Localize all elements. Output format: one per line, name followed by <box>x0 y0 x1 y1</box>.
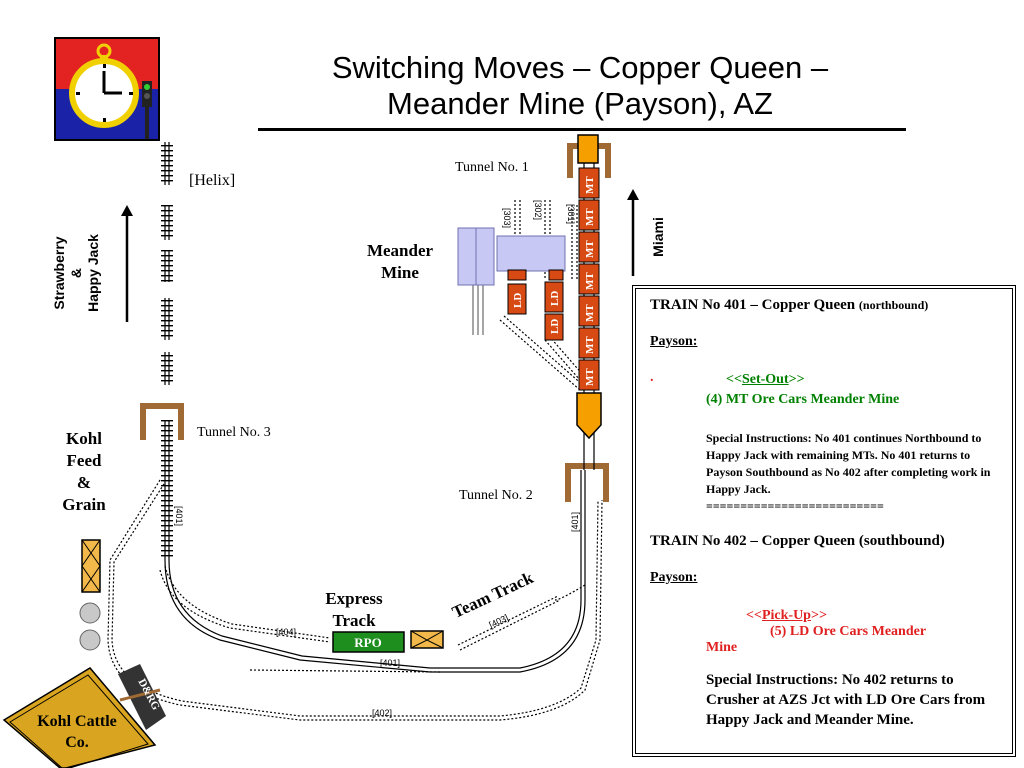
train-401-cars: (4) MT Ore Cars Meander Mine <box>706 392 900 407</box>
track-label-302: [302] <box>533 200 543 220</box>
kohl-feed-label-line-3: & <box>76 473 92 492</box>
kohl-feed-label-line-1: Kohl <box>66 429 102 448</box>
kohl-cattle-building <box>2 664 166 768</box>
tunnel-1-label: Tunnel No. 1 <box>455 160 529 175</box>
kohl-feed-label-line-4: Grain <box>62 495 106 514</box>
train-402-action-suffix: >> <box>810 608 827 623</box>
tunnel-2-portal <box>565 463 609 502</box>
track-404 <box>159 565 331 643</box>
meander-mine-label-line-1: Meander <box>366 241 434 260</box>
locomotive-south <box>576 392 602 440</box>
train-402-action-prefix: << <box>746 608 762 623</box>
strawberry-label-line-3: Happy Jack <box>85 234 101 312</box>
express-track-label-line-2: Track <box>332 611 376 630</box>
kohl-feed-label-line-2: Feed <box>66 451 102 470</box>
ld-cars <box>507 269 564 341</box>
train-401-bullet: . <box>650 370 654 385</box>
car-label-mt-2: MT <box>584 208 596 226</box>
meander-mine-building <box>457 227 566 286</box>
miami-label: Miami <box>650 217 666 257</box>
track-402 <box>107 479 603 721</box>
track-label-401-left: [401] <box>174 506 184 526</box>
train-402-action: <<Pick-Up>> <box>746 608 1002 624</box>
strawberry-label-line-2: & <box>68 267 84 279</box>
car-label-mt-1: MT <box>584 176 596 194</box>
tunnel-3-portal <box>140 403 184 440</box>
train-401-special: Special Instructions: No 401 continues N… <box>706 431 991 496</box>
arrow-strawberry <box>121 205 133 322</box>
train-401-action-suffix: >> <box>788 372 805 387</box>
car-label-mt-5: MT <box>584 304 596 322</box>
car-label-mt-3: MT <box>584 240 596 258</box>
rpo-car <box>332 631 405 653</box>
kohl-feed-building <box>79 539 101 651</box>
rpo-label: RPO <box>354 635 381 650</box>
tunnel-3-label: Tunnel No. 3 <box>197 425 271 440</box>
main-line-left-ties <box>161 420 173 560</box>
title-line-1: Switching Moves – Copper Queen – <box>331 50 829 85</box>
page-title: Switching Moves – Copper Queen – Meander… <box>260 50 900 122</box>
track-label-401-mid: [401] <box>380 658 400 668</box>
pocket-watch-logo <box>54 37 160 141</box>
train-401-title: TRAIN No 401 – Copper Queen <box>650 297 856 313</box>
train-401-action-prefix: << <box>726 372 742 387</box>
train-401-action: <<Set-Out>> <box>726 372 805 388</box>
train-401-direction: (northbound) <box>858 298 929 312</box>
kohl-cattle-label: Kohl Cattle Co. <box>14 711 140 753</box>
express-crate <box>410 630 444 649</box>
helix-label: [Helix] <box>189 172 236 189</box>
track-label-301: [301] <box>566 204 576 224</box>
train-402-heading: TRAIN No 402 – Copper Queen (southbound) <box>650 533 945 549</box>
meander-mine-label: Meander Mine <box>350 240 450 284</box>
track-label-402: [402] <box>372 708 392 718</box>
mt-cars <box>578 167 600 391</box>
train-402-cars: (5) LD Ore Cars Meander <box>770 624 927 639</box>
car-label-mt-4: MT <box>584 272 596 290</box>
helix-track-ties <box>161 142 173 385</box>
train-401-heading: TRAIN No 401 – Copper Queen (northbound) <box>650 297 1002 314</box>
team-track-label: Team Track <box>449 568 536 622</box>
train-402-station: Payson: <box>650 570 698 585</box>
kohl-cattle-label-line-2: Co. <box>65 734 89 751</box>
car-label-ld-2: LD <box>549 291 561 306</box>
track-label-404: [404] <box>276 627 296 637</box>
track-403 <box>457 584 586 651</box>
strawberry-happy-jack-label: Strawberry & Happy Jack <box>51 213 105 333</box>
locomotive-north <box>577 134 599 164</box>
kohl-cattle-label-line-1: Kohl Cattle <box>37 713 117 730</box>
car-label-mt-6: MT <box>584 336 596 354</box>
car-label-mt-7: MT <box>584 368 596 386</box>
train-402-cars-line-2: Mine <box>706 640 738 655</box>
car-label-ld-3: LD <box>549 319 561 334</box>
track-label-303: [303] <box>502 208 512 228</box>
meander-mine-label-line-2: Mine <box>381 263 419 282</box>
train-402-action-name: Pick-Up <box>761 608 811 623</box>
track-label-401-right: [401] <box>570 512 580 532</box>
strawberry-label-line-1: Strawberry <box>51 236 67 310</box>
arrow-miami <box>627 189 639 276</box>
track-label-403: [403] <box>488 613 510 631</box>
express-track-label: Express Track <box>306 588 402 632</box>
train-401-station: Payson: <box>650 334 698 349</box>
express-track-label-line-1: Express <box>325 589 383 608</box>
train-orders-panel: TRAIN No 401 – Copper Queen (northbound)… <box>632 285 1016 757</box>
train-401-divider: ========================== <box>706 499 884 513</box>
kohl-feed-label: Kohl Feed & Grain <box>44 428 124 516</box>
car-label-ld-1: LD <box>512 293 524 308</box>
title-underline <box>258 128 906 131</box>
train-401-action-name: Set-Out <box>741 372 789 387</box>
tunnel-2-label: Tunnel No. 2 <box>459 488 533 503</box>
train-402-special: Special Instructions: No 402 returns to … <box>706 672 986 728</box>
title-line-2: Meander Mine (Payson), AZ <box>387 86 773 121</box>
